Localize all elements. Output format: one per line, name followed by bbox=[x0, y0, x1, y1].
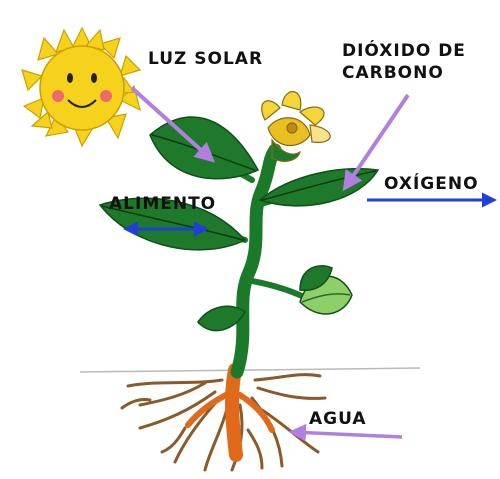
oxygen-label: OXÍGENO bbox=[384, 174, 479, 194]
leaf-small-top-right bbox=[299, 265, 333, 292]
sunlight-label: LUZ SOLAR bbox=[148, 49, 264, 69]
sunlight-arrow bbox=[130, 86, 215, 163]
flower-icon bbox=[261, 91, 331, 162]
leaf-bottom-left bbox=[197, 305, 246, 332]
water-arrow bbox=[288, 423, 403, 442]
water-label: AGUA bbox=[309, 409, 367, 429]
co2-arrow bbox=[342, 93, 410, 192]
leaf-top-left bbox=[149, 116, 260, 180]
sun-icon bbox=[21, 26, 142, 148]
co2-label-line2: CARBONO bbox=[342, 63, 444, 83]
food-label: ALIMENTO bbox=[109, 194, 217, 214]
roots bbox=[120, 363, 327, 472]
ground-line bbox=[79, 367, 421, 373]
co2-label-line1: DIÓXIDO DE bbox=[342, 41, 466, 61]
